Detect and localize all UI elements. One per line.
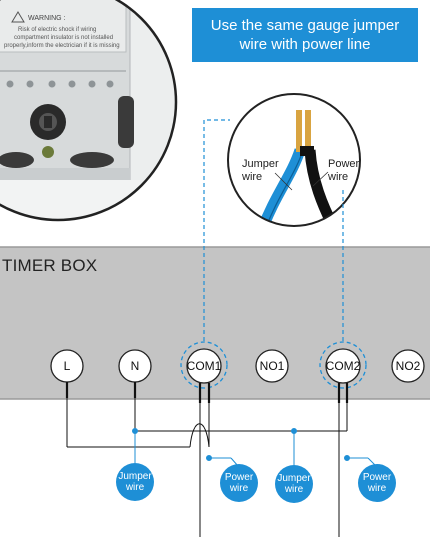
badge-power-wire-2: Power wire [358,464,396,502]
wiring [66,382,348,537]
warning-line-3: properly,inform the electrician if it is… [4,43,120,49]
terminal-com2: COM2 [325,359,361,373]
badge-jumper-wire-1: Jumper wire [116,463,154,501]
banner-line-1: Use the same gauge jumper [210,17,400,34]
banner-line-2: wire with power line [239,36,371,53]
terminal-n: N [130,359,140,373]
terminal-leads [65,382,349,403]
zoom-circle-frame [227,93,361,227]
terminal-com1: COM1 [186,359,222,373]
badge-2-line-2: wire [229,483,249,494]
zoom-power-line-2: wire [328,171,349,183]
badge-1-line-2: wire [125,482,145,493]
enclosure-photo-frame [0,0,178,222]
badge-4-line-1: Power [362,472,392,483]
badge-4-line-2: wire [367,483,387,494]
badge-1-line-1: Jumper [118,471,152,482]
zoom-jumper-line-1: Jumper [242,158,279,170]
terminal-l: L [63,359,71,373]
badge-3-line-2: wire [284,484,304,495]
badge-3-line-1: Jumper [277,473,311,484]
enclosure-photo [0,0,176,220]
terminal-circles [50,348,425,384]
zoom-jumper-line-2: wire [242,171,263,183]
badge-jumper-wire-2: Jumper wire [275,465,313,503]
warning-line-1: Risk of electric shock if wiring [18,27,97,33]
badge-power-wire-1: Power wire [220,464,258,502]
zoom-power-line-1: Power [328,158,360,170]
instruction-banner: Use the same gauge jumper wire with powe… [192,8,418,62]
terminal-no1: NO1 [259,359,285,373]
zoom-jumper-label: Jumper wire [242,158,279,184]
badge-2-line-1: Power [224,472,254,483]
knockout-hole-icon [30,104,66,140]
warning-triangle-icon [11,11,25,23]
warning-line-2: compartment insulator is not installed [14,35,114,41]
terminal-screw-icon [6,80,114,88]
warning-title: WARNING : [28,15,66,22]
timer-box-label: TIMER BOX [2,256,98,275]
terminal-no2: NO2 [395,359,421,373]
zoom-power-label: Power wire [328,158,359,184]
zoom-wires [228,94,360,226]
callout-lines [203,119,344,341]
